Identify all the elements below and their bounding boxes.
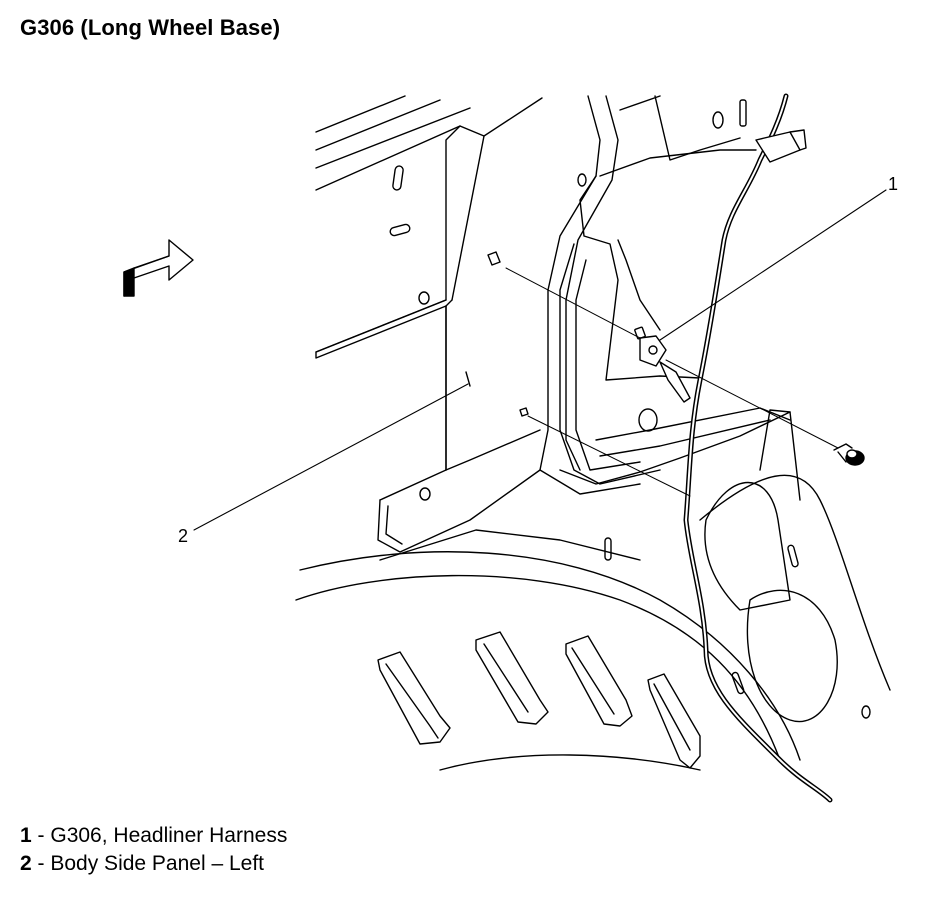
legend-description: Body Side Panel – Left [50,852,265,875]
b-pillar-trim [539,95,791,495]
alignment-lines [505,267,839,497]
headliner-harness [683,93,833,803]
legend-item: 2 - Body Side Panel – Left [20,850,287,878]
floor-ribs [377,631,701,769]
legend-separator: - [31,852,51,875]
forward-direction-arrow-icon [123,239,194,297]
bolt-hole-markers [465,251,529,417]
ground-bolt-icon [833,443,865,466]
callout-1: 1 [659,174,898,341]
wheelhouse [295,409,891,771]
callout-2: 2 [178,383,469,546]
legend-number: 2 [20,852,32,875]
body-side-panel-lower [377,299,541,553]
legend-item: 1 - G306, Headliner Harness [20,822,287,850]
legend-description: G306, Headliner Harness [50,824,288,847]
legend-number: 1 [20,824,32,847]
ground-eyelet [634,326,691,403]
callout-1-label: 1 [888,174,898,194]
callout-legend: 1 - G306, Headliner Harness 2 - Body Sid… [20,822,287,878]
body-side-panel-upper [315,95,543,359]
page-title: G306 (Long Wheel Base) [20,15,281,40]
callout-2-label: 2 [178,526,188,546]
legend-separator: - [31,824,51,847]
